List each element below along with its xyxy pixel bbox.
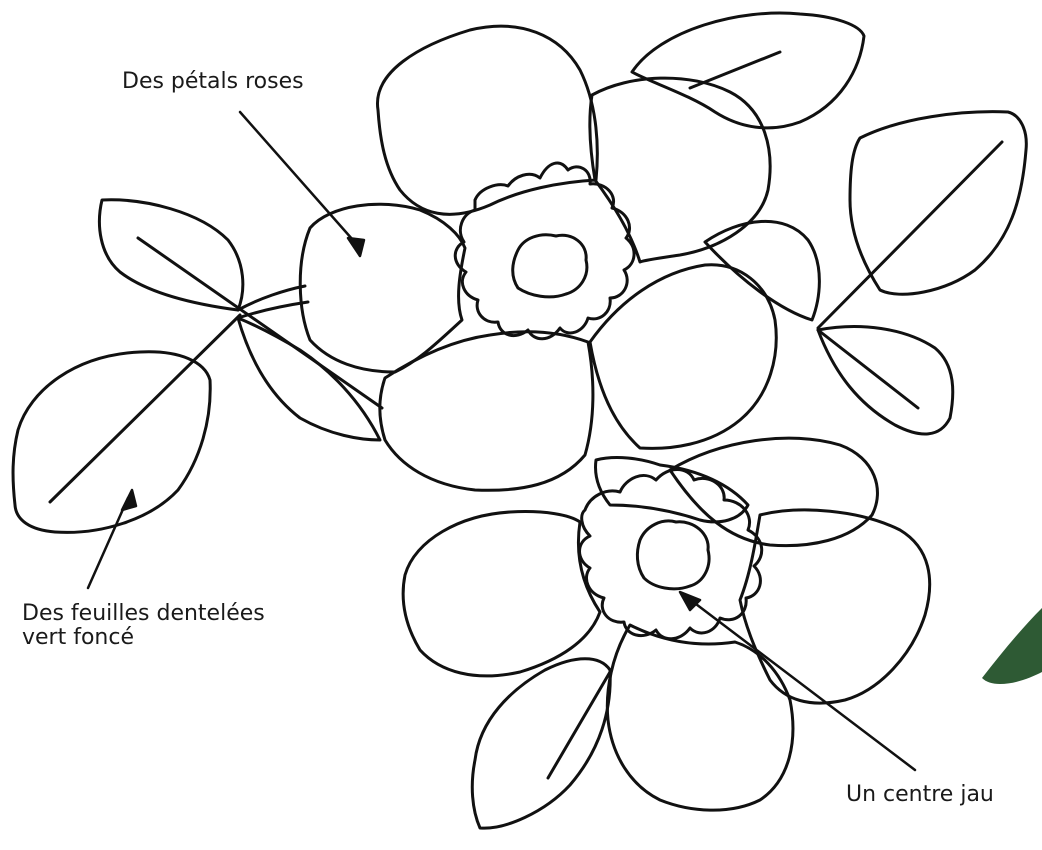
- leaf-vein: [50, 315, 240, 502]
- petal-left: [300, 204, 465, 372]
- petal-top-right: [590, 78, 770, 262]
- arrow-petals: [240, 112, 360, 248]
- green-leaf-fragment: [982, 608, 1042, 684]
- petal-top: [377, 26, 597, 214]
- arrow-leaves: [88, 498, 128, 588]
- petal-bottom-left: [380, 332, 593, 490]
- leaf-vein: [138, 238, 382, 408]
- leaf-vein: [818, 142, 1002, 328]
- petal-lower-top: [596, 458, 748, 522]
- petal-lower-bottom: [607, 625, 793, 810]
- petal-bottom-right: [590, 265, 776, 449]
- arrowhead: [122, 490, 136, 510]
- flower-center-outer: [455, 163, 634, 339]
- label-center: Un centre jau: [846, 783, 994, 807]
- label-leaves-line1: Des feuilles dentelées: [22, 602, 265, 626]
- petal-lower-left: [403, 512, 600, 676]
- label-petals: Des pétals roses: [122, 70, 304, 94]
- annotation-arrows: [88, 112, 915, 770]
- arrowhead: [348, 238, 364, 256]
- arrow-center: [688, 598, 915, 770]
- flower-center-inner: [513, 235, 587, 297]
- leaf-left-upper: [99, 200, 242, 310]
- leaf-vein: [548, 672, 610, 778]
- label-leaves: Des feuilles dentelées vert foncé: [22, 602, 265, 650]
- stem: [238, 286, 308, 318]
- label-leaves-line2: vert foncé: [22, 626, 265, 650]
- flower-center-inner: [637, 521, 709, 589]
- flower-center-outer: [580, 470, 762, 639]
- leaf-vein: [818, 330, 918, 408]
- leaf-right-upper: [705, 221, 819, 320]
- leaf-bottom: [472, 659, 610, 828]
- arrowhead: [680, 592, 700, 610]
- leaf-top-right: [632, 13, 864, 128]
- leaf-right-lower: [818, 327, 953, 434]
